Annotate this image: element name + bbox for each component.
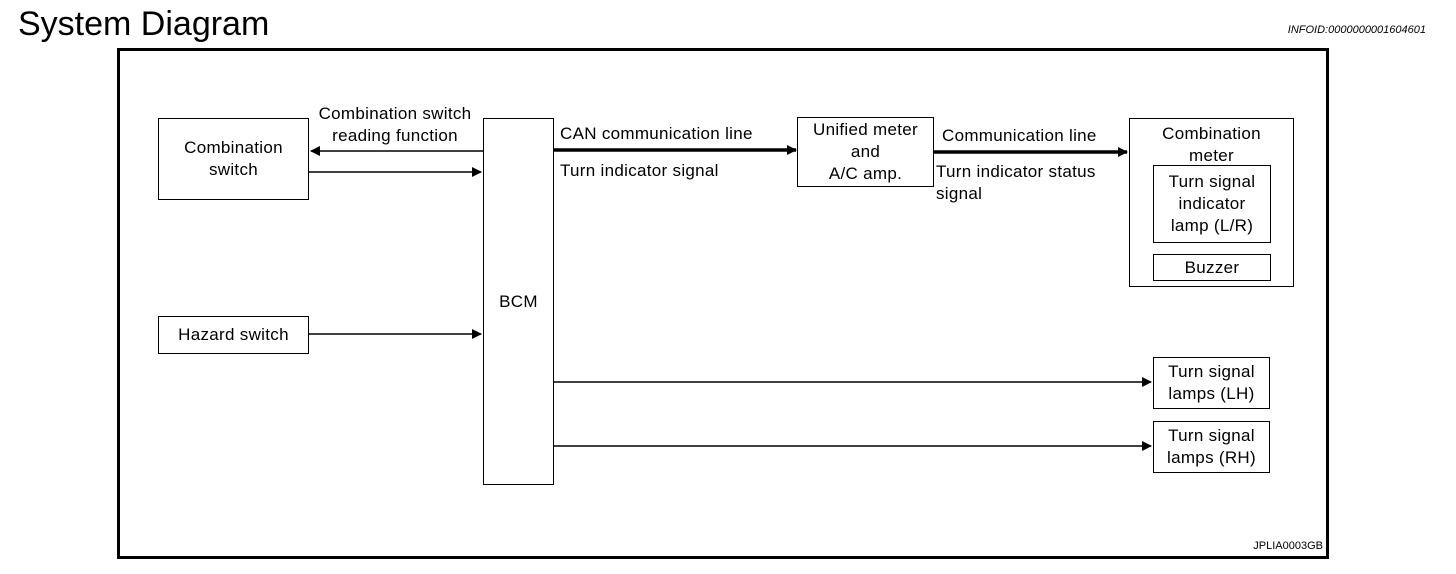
- info-id: INFOID:0000000001604601: [1287, 24, 1426, 36]
- combination-switch-reading-label: Combination switch reading function: [318, 104, 472, 145]
- turn-signal-lamps-lh-block: Turn signal lamps (LH): [1153, 357, 1270, 409]
- buzzer-label: Buzzer: [1184, 257, 1240, 277]
- page-title: System Diagram: [18, 5, 270, 43]
- turn-signal-lamps-lh-label: Turn signal lamps (LH): [1168, 362, 1255, 403]
- bcm-block: BCM: [483, 118, 554, 485]
- can-line-label: CAN communication line: [560, 124, 753, 143]
- combination-switch-block: Combination switch: [158, 118, 309, 200]
- turn-indicator-status-label: Turn indicator status signal: [936, 162, 1096, 203]
- turn-signal-indicator-lamp-label: Turn signal indicator lamp (L/R): [1168, 172, 1256, 235]
- figure-code: JPLIA0003GB: [1253, 540, 1323, 552]
- communication-line-label: Communication line: [942, 126, 1097, 145]
- buzzer-block: Buzzer: [1153, 254, 1271, 281]
- bcm-label: BCM: [499, 291, 538, 311]
- turn-indicator-signal-label: Turn indicator signal: [560, 161, 719, 180]
- unified-meter-label: Unified meter and A/C amp.: [813, 120, 918, 183]
- turn-signal-lamps-rh-label: Turn signal lamps (RH): [1167, 426, 1256, 467]
- hazard-switch-block: Hazard switch: [158, 316, 309, 354]
- hazard-switch-label: Hazard switch: [178, 325, 289, 344]
- diagram-frame: [117, 48, 1329, 559]
- turn-signal-lamps-rh-block: Turn signal lamps (RH): [1153, 421, 1270, 473]
- unified-meter-block: Unified meter and A/C amp.: [797, 117, 934, 187]
- combination-meter-label: Combination meter: [1162, 124, 1261, 165]
- combination-switch-label: Combination switch: [184, 138, 283, 179]
- turn-signal-indicator-lamp-block: Turn signal indicator lamp (L/R): [1153, 165, 1271, 243]
